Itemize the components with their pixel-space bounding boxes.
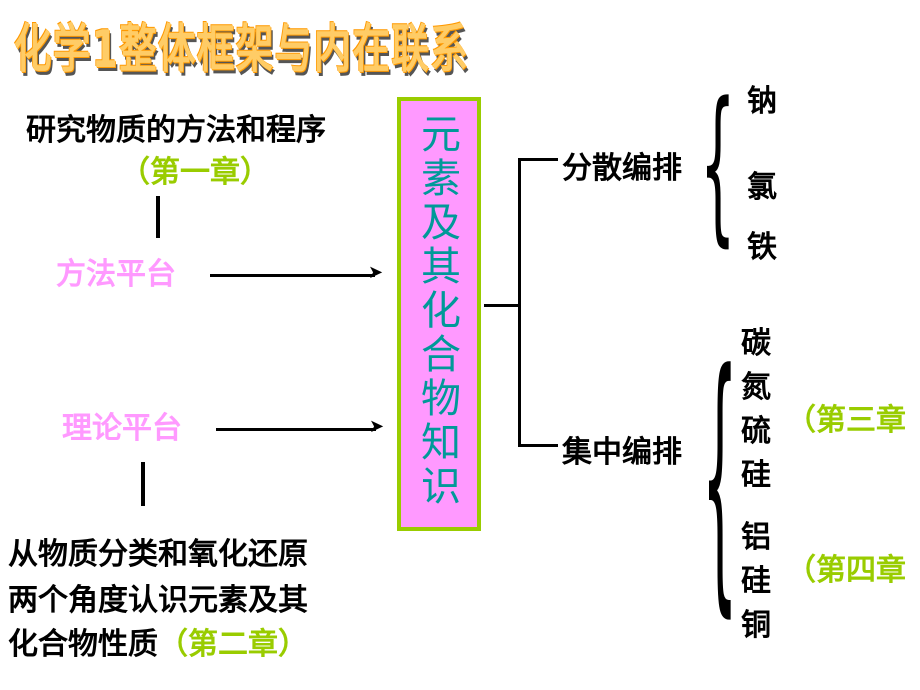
scattered-item: 铁 <box>747 230 777 265</box>
tree-line <box>518 444 558 447</box>
brace-icon: { <box>702 319 738 644</box>
chapter4-label: （第四章 <box>786 553 906 588</box>
scattered-label: 分散编排 <box>562 151 682 186</box>
method-study-label: 研究物质的方法和程序 <box>26 113 326 148</box>
arrow-head-icon: ➤ <box>368 262 384 283</box>
scattered-item: 钠 <box>747 84 777 119</box>
theory-desc-line1: 从物质分类和氧化还原 <box>8 537 308 572</box>
theory-platform-label: 理论平台 <box>62 411 182 446</box>
group3-item: 氮 <box>741 370 771 405</box>
tree-line <box>518 158 558 161</box>
brace-icon: { <box>700 69 736 264</box>
chapter3-label: （第三章 <box>786 403 906 438</box>
center-topic-box: 元素及其化合物知识 <box>397 97 481 531</box>
theory-desc-line3: 化合物性质（第二章） <box>8 630 308 660</box>
arrow-line <box>216 428 376 431</box>
tree-line <box>484 304 520 307</box>
connector-line <box>141 462 145 506</box>
connector-line <box>156 196 160 238</box>
theory-desc-text: 化合物性质 <box>8 627 158 662</box>
concentrated-label: 集中编排 <box>562 435 682 470</box>
group4-item: 硅 <box>741 564 771 599</box>
group4-item: 铜 <box>741 608 771 643</box>
scattered-item: 氯 <box>747 170 777 205</box>
group4-item: 铝 <box>741 520 771 555</box>
arrow-line <box>210 274 375 277</box>
chapter1-label: （第一章） <box>120 155 270 190</box>
arrow-head-icon: ➤ <box>369 416 385 437</box>
slide-title: 化学1整体框架与内在联系 <box>14 20 470 80</box>
group3-item: 硫 <box>741 414 771 449</box>
group3-item: 碳 <box>741 326 771 361</box>
group3-item: 硅 <box>741 458 771 493</box>
theory-desc-line2: 两个角度认识元素及其 <box>8 583 308 618</box>
chapter2-label: （第二章） <box>158 627 308 662</box>
method-platform-label: 方法平台 <box>56 257 176 292</box>
center-topic-text: 元素及其化合物知识 <box>414 113 460 509</box>
tree-line <box>518 158 521 446</box>
